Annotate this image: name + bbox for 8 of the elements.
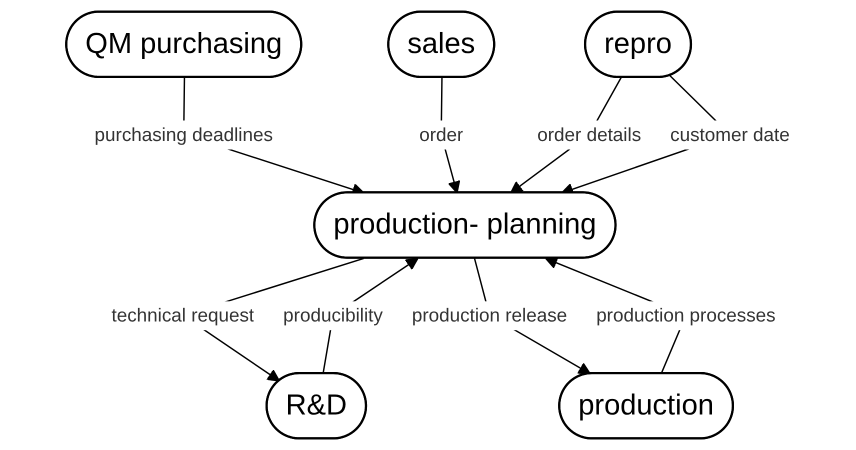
edge-label: producibility xyxy=(283,304,383,326)
edge-label: order details xyxy=(537,123,642,146)
edge-label: order xyxy=(419,123,464,146)
edge-label: production release xyxy=(412,304,568,326)
edge-label: customer date xyxy=(670,123,790,146)
edge-label: purchasing deadlines xyxy=(94,123,273,146)
edge-label: production processes xyxy=(596,304,776,326)
edge-label: technical request xyxy=(111,304,254,326)
